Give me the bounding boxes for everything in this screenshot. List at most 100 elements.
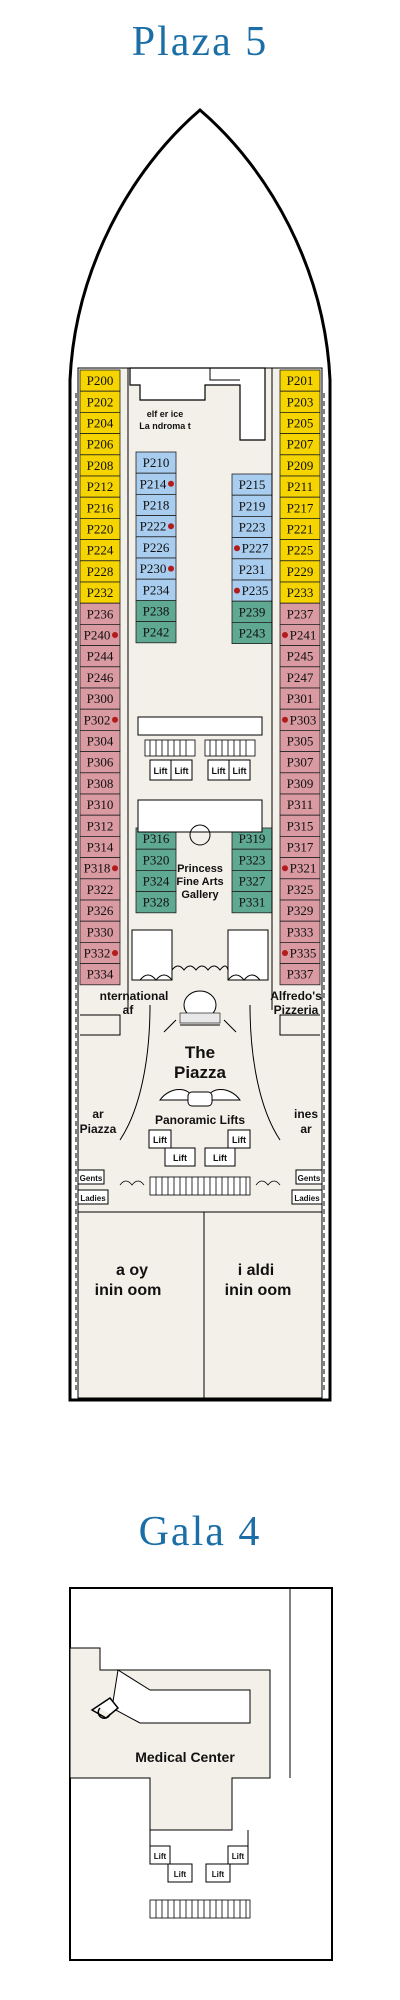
cabin-number: P208 — [87, 458, 114, 473]
wine-bar-label-line1: ines — [294, 1107, 318, 1121]
cabin-number: P234 — [143, 582, 170, 597]
cabin-p305: P305 — [279, 730, 321, 753]
lift-label: Lift — [174, 1870, 187, 1879]
cabin-p327: P327 — [231, 870, 273, 893]
cabin-number: P326 — [87, 903, 114, 918]
cabin-number: P301 — [287, 691, 314, 706]
cabin-p235: P235 — [231, 579, 273, 602]
cabin-p227: P227 — [231, 537, 273, 560]
cabin-number: P204 — [87, 416, 114, 431]
cabin-number: P211 — [287, 479, 313, 494]
cabin-p221: P221 — [279, 517, 321, 540]
accessible-cabin-dot — [234, 545, 240, 552]
cabin-p302: P302 — [79, 708, 121, 731]
deck-title-plaza: Plaza 5 — [131, 19, 269, 65]
accessible-cabin-dot — [168, 523, 174, 530]
accessible-cabin-dot — [112, 716, 118, 723]
cabin-p204: P204 — [79, 411, 121, 434]
cabin-number: P207 — [287, 437, 314, 452]
cabin-number: P223 — [239, 520, 266, 535]
cabin-p300: P300 — [79, 687, 121, 710]
accessible-cabin-dot — [168, 565, 174, 572]
piazza-bar-label-line2: Piazza — [80, 1122, 117, 1136]
cabin-p320: P320 — [135, 848, 177, 871]
lift-label: Lift — [233, 766, 247, 776]
cabin-p315: P315 — [279, 814, 321, 837]
cabin-p240: P240 — [79, 624, 121, 647]
lift-label: Lift — [212, 1870, 225, 1879]
cabin-number: P224 — [87, 543, 114, 558]
cabin-p210: P210 — [135, 451, 177, 474]
cabin-number: P212 — [87, 479, 114, 494]
accessible-cabin-dot — [112, 950, 118, 956]
gents-label: Gents — [80, 1174, 103, 1183]
dining-room-left-line1: a oy — [116, 1262, 148, 1279]
deck-title-gala: Gala 4 — [138, 1509, 262, 1555]
wine-bar-label-line2: ar — [300, 1122, 312, 1136]
cabin-p218: P218 — [135, 493, 177, 516]
cabin-number: P228 — [87, 564, 114, 579]
dining-room-right-line1: i aldi — [238, 1262, 274, 1279]
gala-deck-map: Medical Center Lift Lift Lift Lift — [69, 1587, 333, 1961]
cabin-p203: P203 — [279, 390, 321, 413]
cabin-number: P314 — [87, 840, 114, 855]
cabin-p239: P239 — [231, 600, 273, 623]
cabin-number: P244 — [87, 649, 114, 664]
cabin-p332: P332 — [79, 942, 121, 965]
cabin-p234: P234 — [135, 578, 177, 601]
lift-label: Lift — [232, 1135, 246, 1145]
cabin-p202: P202 — [79, 390, 121, 413]
cabin-p216: P216 — [79, 496, 121, 519]
cabin-p223: P223 — [231, 515, 273, 538]
cabin-number: P325 — [287, 882, 314, 897]
accessible-cabin-dot — [282, 716, 288, 723]
panoramic-lifts-label: Panoramic Lifts — [155, 1113, 245, 1127]
cabin-p233: P233 — [279, 581, 321, 604]
cabin-p232: P232 — [79, 581, 121, 604]
cabin-p317: P317 — [279, 836, 321, 859]
lift-label: Lift — [175, 766, 189, 776]
cabin-number: P324 — [143, 874, 170, 889]
cabin-number: P310 — [87, 797, 114, 812]
gala-desk-icon — [90, 1696, 120, 1719]
cabin-number: P333 — [287, 924, 314, 939]
cabin-p205: P205 — [279, 411, 321, 434]
accessible-cabin-dot — [112, 865, 118, 872]
lift-label: Lift — [212, 766, 226, 776]
cabin-number: P306 — [87, 755, 114, 770]
lift-label: Lift — [232, 1852, 245, 1861]
cabin-number: P323 — [239, 852, 266, 867]
gents-label: Gents — [298, 1174, 321, 1183]
laundromat-area: elf er ice La ndroma t — [129, 367, 266, 441]
accessible-cabin-dot — [282, 865, 288, 872]
cabin-p228: P228 — [79, 560, 121, 583]
cabin-number: P319 — [239, 831, 266, 846]
cabin-number: P219 — [239, 498, 266, 513]
lift-label: Lift — [154, 766, 168, 776]
cabin-number: P201 — [287, 373, 314, 388]
cabin-number: P235 — [242, 583, 269, 598]
cabin-number: P202 — [87, 394, 114, 409]
cabin-number: P335 — [290, 946, 317, 961]
cabin-p201: P201 — [279, 369, 321, 392]
accessible-cabin-dot — [282, 950, 288, 956]
cabin-p212: P212 — [79, 475, 121, 498]
cabin-number: P222 — [140, 519, 167, 534]
cabin-number: P210 — [143, 455, 170, 470]
cabin-number: P330 — [87, 924, 114, 939]
cabin-number: P239 — [239, 604, 266, 619]
cabin-number: P332 — [84, 946, 111, 961]
accessible-cabin-dot — [112, 632, 118, 638]
cabin-p241: P241 — [279, 624, 321, 647]
ladies-label: Ladies — [80, 1194, 106, 1203]
cabin-number: P307 — [287, 755, 314, 770]
accessible-cabin-dot — [168, 480, 174, 487]
cabin-number: P225 — [287, 543, 314, 558]
cabin-p306: P306 — [79, 751, 121, 774]
cabin-p337: P337 — [279, 963, 321, 986]
cabin-p211: P211 — [279, 475, 321, 498]
cabin-p206: P206 — [79, 433, 121, 456]
cabin-p310: P310 — [79, 793, 121, 816]
cabin-p238: P238 — [135, 599, 177, 622]
cabin-number: P209 — [287, 458, 314, 473]
